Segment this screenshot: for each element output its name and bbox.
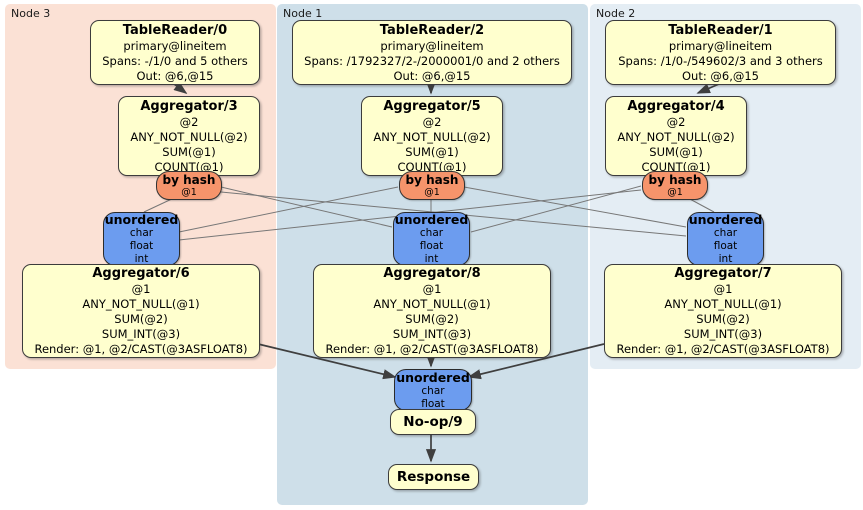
region-label: Node 1 bbox=[283, 7, 323, 20]
edge-hash1-uno3 bbox=[178, 186, 399, 233]
stream-column: int bbox=[424, 253, 439, 265]
processor-detail: SUM(@1) bbox=[649, 144, 703, 159]
processor-detail: @2 bbox=[422, 114, 442, 129]
processor-detail: Out: @6,@15 bbox=[393, 68, 471, 83]
processor-detail: COUNT(@1) bbox=[154, 159, 224, 174]
processor-detail: Render: @1, @2/CAST(@3ASFLOAT8) bbox=[325, 342, 539, 356]
processor-aggregator-4: Aggregator/4 @2 ANY_NOT_NULL(@2) SUM(@1)… bbox=[605, 96, 747, 176]
processor-detail: primary@lineitem bbox=[380, 38, 484, 53]
processor-tablereader-1: TableReader/1 primary@lineitem Spans: /1… bbox=[605, 20, 836, 85]
processor-title: Aggregator/5 bbox=[383, 98, 481, 114]
stream-unordered-node2: unordered char float int bbox=[687, 212, 764, 266]
edge-agg7-final bbox=[467, 343, 605, 380]
processor-detail: SUM_INT(@3) bbox=[392, 327, 472, 341]
processor-response: Response bbox=[388, 464, 479, 490]
processor-title: Aggregator/6 bbox=[92, 266, 190, 281]
router-key: @1 bbox=[667, 186, 683, 198]
edge-agg6-final bbox=[257, 343, 397, 380]
stream-title: unordered bbox=[396, 369, 470, 385]
processor-aggregator-5: Aggregator/5 @2 ANY_NOT_NULL(@2) SUM(@1)… bbox=[361, 96, 503, 176]
processor-title: Aggregator/4 bbox=[627, 98, 725, 114]
processor-detail: @2 bbox=[666, 114, 686, 129]
processor-aggregator-3: Aggregator/3 @2 ANY_NOT_NULL(@2) SUM(@1)… bbox=[118, 96, 260, 176]
processor-detail: ANY_NOT_NULL(@2) bbox=[130, 129, 248, 144]
processor-detail: Out: @6,@15 bbox=[136, 68, 214, 83]
edge-tr0-agg3 bbox=[173, 81, 188, 95]
stream-unordered-node3: unordered char float int bbox=[103, 212, 180, 266]
router-key: @1 bbox=[181, 186, 197, 198]
stream-column: char bbox=[419, 227, 444, 239]
processor-detail: SUM_INT(@3) bbox=[101, 327, 181, 341]
processor-detail: @1 bbox=[131, 282, 151, 296]
router-key: @1 bbox=[424, 186, 440, 198]
region-label: Node 3 bbox=[11, 7, 51, 20]
edge-hash1-uno2 bbox=[463, 186, 687, 228]
processor-detail: primary@lineitem bbox=[668, 38, 773, 53]
processor-title: Response bbox=[396, 468, 471, 485]
stream-title: unordered bbox=[104, 212, 179, 227]
router-title: by hash bbox=[405, 172, 459, 187]
processor-detail: SUM(@1) bbox=[405, 144, 459, 159]
processor-detail: ANY_NOT_NULL(@2) bbox=[373, 129, 491, 144]
processor-detail: ANY_NOT_NULL(@1) bbox=[664, 297, 782, 311]
processor-detail: SUM(@2) bbox=[405, 312, 459, 326]
stream-unordered-final: unordered char float bbox=[394, 369, 472, 411]
router-by-hash-node3: by hash @1 bbox=[156, 171, 222, 200]
stream-column: float bbox=[419, 240, 444, 252]
stream-unordered-node1: unordered char float int bbox=[393, 212, 470, 266]
processor-title: TableReader/0 bbox=[122, 22, 228, 38]
processor-detail: Render: @1, @2/CAST(@3ASFLOAT8) bbox=[34, 342, 248, 356]
stream-column: int bbox=[134, 253, 149, 265]
processor-aggregator-7: Aggregator/7 @1 ANY_NOT_NULL(@1) SUM(@2)… bbox=[604, 264, 842, 358]
processor-detail: ANY_NOT_NULL(@1) bbox=[82, 297, 200, 311]
processor-detail: ANY_NOT_NULL(@2) bbox=[617, 129, 735, 144]
processor-detail: SUM(@2) bbox=[696, 312, 750, 326]
processor-detail: primary@lineitem bbox=[123, 38, 227, 53]
processor-tablereader-0: TableReader/0 primary@lineitem Spans: -/… bbox=[90, 20, 260, 85]
stream-column: int bbox=[718, 253, 733, 265]
stream-column: char bbox=[713, 227, 738, 239]
stream-title: unordered bbox=[688, 212, 763, 227]
region-label: Node 2 bbox=[596, 7, 636, 20]
processor-detail: SUM_INT(@3) bbox=[683, 327, 763, 341]
processor-detail: SUM(@2) bbox=[114, 312, 168, 326]
router-by-hash-node2: by hash @1 bbox=[642, 171, 708, 200]
processor-detail: Spans: -/1/0 and 5 others bbox=[102, 53, 248, 68]
processor-detail: @1 bbox=[422, 282, 442, 296]
processor-title: No-op/9 bbox=[403, 413, 463, 430]
processor-detail: COUNT(@1) bbox=[397, 159, 467, 174]
processor-aggregator-6: Aggregator/6 @1 ANY_NOT_NULL(@1) SUM(@2)… bbox=[22, 264, 260, 358]
processor-title: Aggregator/3 bbox=[140, 98, 238, 114]
router-by-hash-node1: by hash @1 bbox=[399, 171, 465, 200]
stream-column: char bbox=[421, 384, 445, 397]
processor-detail: @2 bbox=[179, 114, 199, 129]
stream-title: unordered bbox=[394, 212, 469, 227]
processor-detail: Render: @1, @2/CAST(@3ASFLOAT8) bbox=[616, 342, 830, 356]
processor-detail: Spans: /1792327/2-/2000001/0 and 2 other… bbox=[304, 53, 560, 68]
stream-column: char bbox=[129, 227, 154, 239]
router-title: by hash bbox=[162, 172, 216, 187]
processor-tablereader-2: TableReader/2 primary@lineitem Spans: /1… bbox=[292, 20, 572, 85]
processor-title: TableReader/2 bbox=[379, 22, 485, 38]
stream-column: float bbox=[129, 240, 154, 252]
stream-column: float bbox=[713, 240, 738, 252]
edge-hash2-uno1 bbox=[470, 185, 642, 233]
processor-detail: SUM(@1) bbox=[162, 144, 216, 159]
processor-detail: @1 bbox=[713, 282, 733, 296]
processor-detail: Spans: /1/0-/549602/3 and 3 others bbox=[618, 53, 823, 68]
processor-detail: COUNT(@1) bbox=[641, 159, 711, 174]
stream-column: float bbox=[421, 397, 445, 410]
processor-detail: Out: @6,@15 bbox=[682, 68, 759, 83]
router-title: by hash bbox=[648, 172, 702, 187]
processor-title: Aggregator/7 bbox=[674, 266, 772, 281]
processor-detail: ANY_NOT_NULL(@1) bbox=[373, 297, 491, 311]
processor-title: TableReader/1 bbox=[668, 22, 773, 38]
processor-title: Aggregator/8 bbox=[383, 266, 481, 281]
edge-hash2-uno2 bbox=[687, 197, 715, 213]
processor-aggregator-8: Aggregator/8 @1 ANY_NOT_NULL(@1) SUM(@2)… bbox=[313, 264, 551, 358]
edge-tr1-agg4 bbox=[696, 83, 720, 94]
processor-noop-9: No-op/9 bbox=[390, 409, 476, 435]
